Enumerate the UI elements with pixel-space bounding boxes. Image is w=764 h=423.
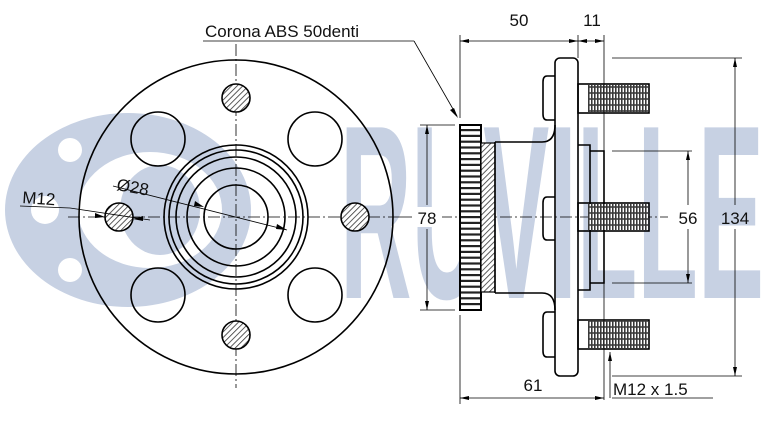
abs-tooth (461, 245, 480, 248)
abs-tooth (461, 175, 480, 178)
abs-tooth (461, 169, 480, 172)
abs-tooth (461, 198, 480, 201)
ruville-wordmark: RUVILLE (340, 73, 764, 351)
abs-tooth (461, 204, 480, 207)
abs-tooth (461, 221, 480, 224)
bearing-rings (163, 144, 309, 290)
abs-tooth (461, 233, 480, 236)
abs-tooth (461, 163, 480, 166)
lightening-holes (130, 111, 343, 323)
abs-tooth (461, 129, 480, 132)
side-view: 50 11 61 78 56 134 (400, 11, 749, 404)
abs-tooth (461, 152, 480, 155)
front-view: Ø28 M12 (19, 44, 402, 388)
dimension-56: 56 (679, 209, 698, 228)
thread-spec-label: M12 x 1.5 (613, 380, 688, 399)
flange-outline (78, 59, 394, 375)
abs-tooth (461, 158, 480, 161)
abs-tooth (461, 239, 480, 242)
abs-tooth (461, 274, 480, 277)
abs-tooth (461, 256, 480, 259)
dimension-50: 50 (510, 11, 529, 30)
dimension-134: 134 (721, 209, 749, 228)
dimension-11: 11 (583, 11, 601, 30)
abs-tooth (461, 291, 480, 294)
abs-tooth (461, 187, 480, 190)
wheel-studs (104, 83, 370, 350)
abs-tooth (461, 146, 480, 149)
dimension-61: 61 (524, 376, 543, 395)
abs-tooth (461, 210, 480, 213)
abs-tooth (461, 268, 480, 271)
abs-tooth (461, 134, 480, 137)
abs-ring-label: Corona ABS 50denti (205, 22, 359, 41)
abs-tooth (461, 279, 480, 282)
abs-tooth (461, 140, 480, 143)
abs-tooth (461, 250, 480, 253)
abs-tooth (461, 216, 480, 219)
abs-ring-callout: Corona ABS 50denti (203, 22, 458, 118)
stud-thread-label: M12 (22, 188, 56, 209)
dimension-78: 78 (418, 209, 437, 228)
abs-teeth (461, 129, 480, 306)
abs-tooth (461, 285, 480, 288)
abs-tooth (461, 262, 480, 265)
abs-tooth (461, 192, 480, 195)
abs-tooth (461, 181, 480, 184)
abs-tooth (461, 227, 480, 230)
abs-tooth (461, 303, 480, 306)
side-studs (577, 83, 650, 350)
abs-tooth (461, 297, 480, 300)
